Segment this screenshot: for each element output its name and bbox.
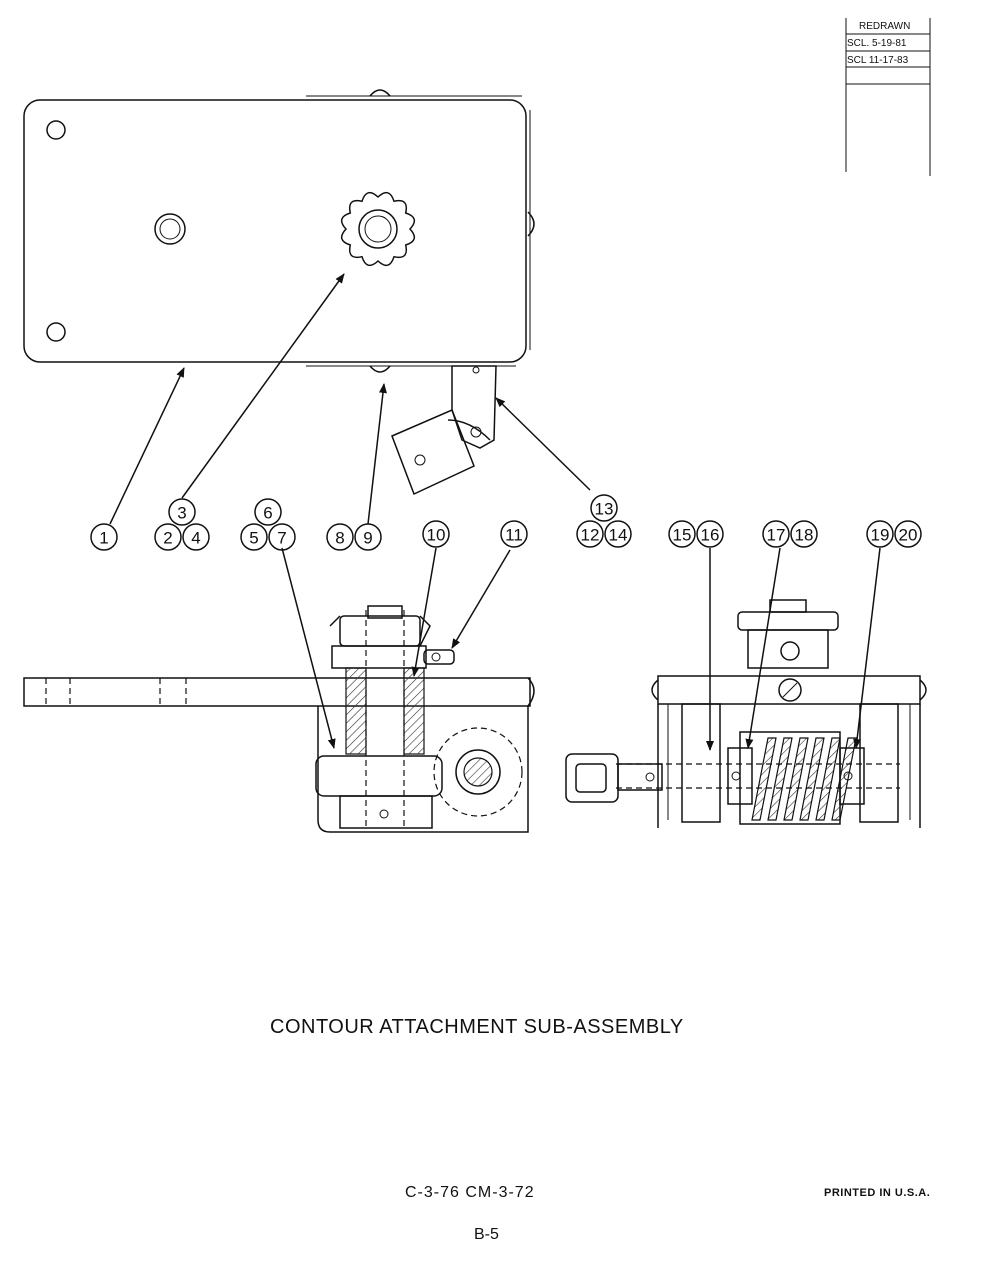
callout-circle [168, 498, 196, 526]
bracket-part [391, 365, 497, 496]
callout-number: 6 [263, 504, 272, 523]
worm-thread [751, 737, 777, 821]
callout-number: 4 [191, 529, 200, 548]
revision-block [845, 18, 931, 176]
worm-thread [783, 737, 809, 821]
callout-circle [154, 523, 182, 551]
callout-number: 13 [595, 500, 614, 519]
callout-circle [576, 520, 604, 548]
right-assembly [565, 599, 927, 828]
revision-row: SCL. 5-19-81 [847, 38, 907, 49]
callout-circle [326, 523, 354, 551]
page-number: B-5 [474, 1226, 499, 1243]
sprocket-icon [340, 191, 416, 267]
callout-number: 5 [249, 529, 258, 548]
worm-thread [767, 737, 793, 821]
callout-number: 18 [795, 526, 814, 545]
callout-circle [240, 523, 268, 551]
callout-circle [422, 520, 450, 548]
worm-gear-icon [751, 737, 857, 821]
callout-number: 20 [899, 526, 918, 545]
callout-number: 8 [335, 529, 344, 548]
callout-number: 12 [581, 526, 600, 545]
callout-number: 14 [609, 526, 628, 545]
printed-note: PRINTED IN U.S.A. [824, 1187, 931, 1199]
callout-number: 15 [673, 526, 692, 545]
left-assembly [23, 605, 535, 833]
drawing-codes: C-3-76 CM-3-72 [405, 1184, 535, 1201]
callout-number: 2 [163, 529, 172, 548]
top-plate [23, 89, 535, 373]
callout-number: 17 [767, 526, 786, 545]
callout-number: 3 [177, 504, 186, 523]
lower-leaders [281, 547, 881, 751]
worm-thread [831, 737, 857, 821]
revision-header: REDRAWN [859, 21, 911, 32]
callout-number: 9 [363, 529, 372, 548]
callout-circle [90, 523, 118, 551]
callout-circle [182, 523, 210, 551]
callout-number: 19 [871, 526, 890, 545]
drawing-title: CONTOUR ATTACHMENT SUB-ASSEMBLY [270, 1016, 684, 1038]
callout-number: 7 [277, 529, 286, 548]
callout-circle [866, 520, 894, 548]
callout-circle [500, 520, 528, 548]
callout-circle [254, 498, 282, 526]
callout-circle [604, 520, 632, 548]
callout-number: 10 [427, 526, 446, 545]
callout-circle [354, 523, 382, 551]
upper-leaders [109, 273, 591, 525]
revision-row: SCL 11-17-83 [847, 55, 909, 66]
callout-circle [668, 520, 696, 548]
callout-circle [894, 520, 922, 548]
callout-circle [762, 520, 790, 548]
callout-circle [790, 520, 818, 548]
worm-thread [815, 737, 841, 821]
callout-number: 1 [99, 529, 108, 548]
callout-circle [590, 494, 618, 522]
callout-number: 16 [701, 526, 720, 545]
callout-circle [696, 520, 724, 548]
callout-number: 11 [505, 526, 523, 545]
worm-thread [799, 737, 825, 821]
